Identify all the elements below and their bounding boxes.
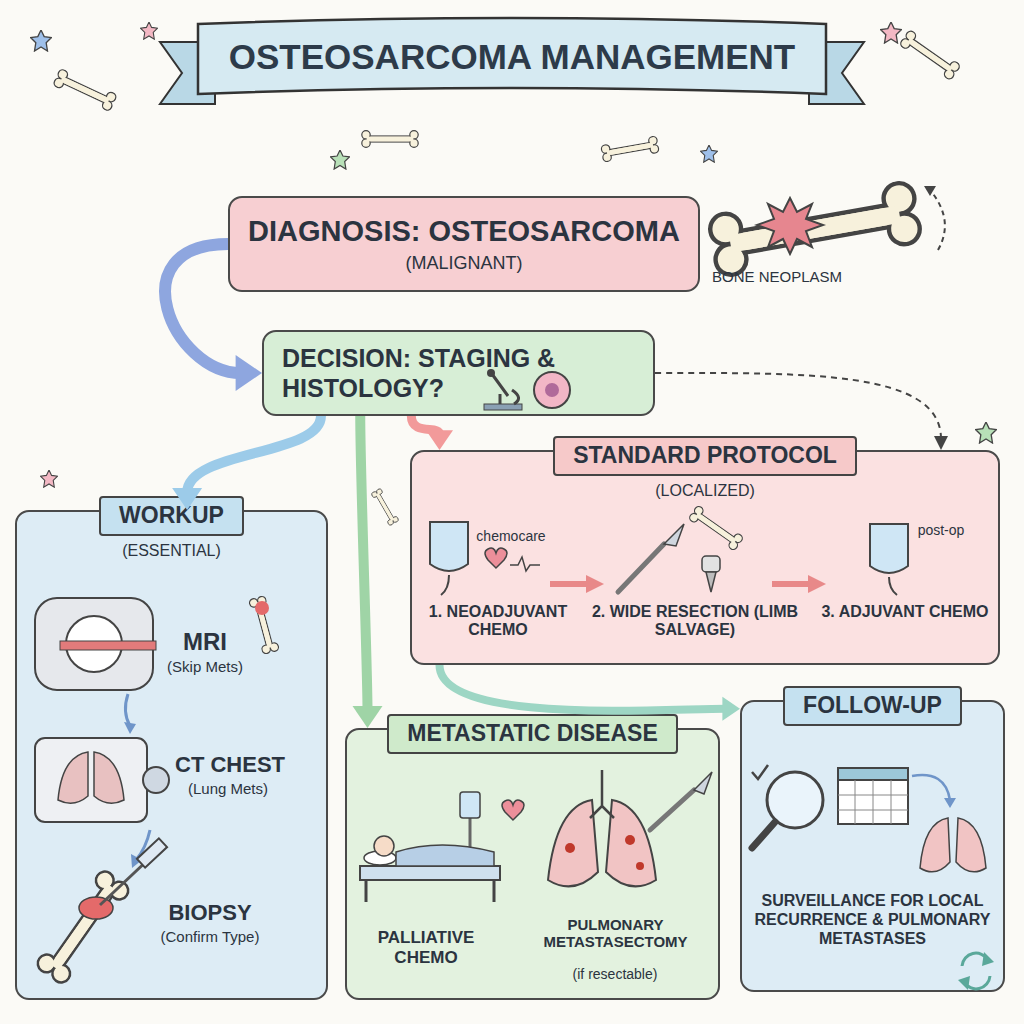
star: [31, 30, 52, 51]
flow-arrow: [172, 416, 321, 510]
section-panel: FOLLOW-UPSURVEILLANCE FOR LOCAL RECURREN…: [740, 700, 1005, 992]
dotted-curl: [930, 190, 945, 250]
treatment-note: (if resectable): [540, 966, 690, 982]
flow-arrow: [353, 416, 383, 728]
workup-note: (Skip Mets): [150, 658, 260, 675]
callout-label: BONE NEOPLASM: [712, 268, 862, 285]
node-subtext: (MALIGNANT): [406, 253, 523, 274]
diagram-title: OSTEOSARCOMA MANAGEMENT: [200, 24, 824, 90]
ribbon-tail: [160, 42, 215, 104]
arrow-line: [187, 416, 321, 492]
protocol-step: 1. NEOADJUVANT CHEMO: [418, 603, 578, 640]
arrow-head: [722, 697, 740, 721]
femur-bone: [708, 181, 922, 278]
workup-item: CT CHEST: [160, 752, 300, 777]
bone-doodle: [371, 488, 399, 526]
annotation: post-op: [906, 522, 976, 538]
flow-arrow: [411, 416, 453, 450]
star: [700, 145, 717, 162]
workup-item: MRI: [165, 628, 245, 656]
arrow-head: [353, 706, 383, 728]
arrow-head: [172, 488, 202, 510]
curl-head: [924, 186, 936, 196]
treatment-label: PULMONARY METASTASECTOMY: [518, 916, 713, 951]
decision-text: DECISION: STAGING & HISTOLOGY?: [282, 343, 602, 403]
workup-note: (Lung Mets): [168, 780, 288, 797]
arrow-line: [165, 244, 241, 373]
arrow-line: [655, 373, 941, 439]
arrow-head: [934, 436, 948, 450]
arrow-line: [411, 416, 439, 434]
workup-item: BIOPSY: [140, 900, 280, 925]
panel-heading: STANDARD PROTOCOL: [553, 436, 857, 476]
tumor-burst: [757, 198, 823, 254]
treatment-label: PALLIATIVE CHEMO: [356, 928, 496, 967]
diagnosis-box: DIAGNOSIS: OSTEOSARCOMA (MALIGNANT): [228, 196, 700, 292]
ribbon-tail: [809, 42, 864, 104]
ribbon-band: [198, 18, 826, 94]
flow-arrow: [440, 665, 741, 721]
panel-heading: WORKUP: [99, 496, 244, 536]
star: [881, 22, 902, 43]
star: [976, 422, 997, 443]
protocol-step: 3. ADJUVANT CHEMO: [820, 603, 990, 621]
workup-note: (Confirm Type): [130, 928, 290, 945]
bone-doodle: [362, 131, 418, 148]
title-ribbon: [160, 18, 864, 104]
node-heading: DIAGNOSIS: OSTEOSARCOMA: [248, 214, 680, 249]
star: [331, 150, 350, 169]
panel-heading: METASTATIC DISEASE: [387, 714, 677, 754]
arrow-line: [360, 416, 367, 710]
protocol-step: 2. WIDE RESECTION (LIMB SALVAGE): [585, 603, 805, 640]
flow-arrow: [655, 373, 948, 450]
annotation: chemocare: [466, 528, 556, 544]
star: [40, 470, 57, 487]
bone-doodle: [601, 136, 659, 162]
decor-stars: [31, 22, 997, 487]
panel-subtext: (LOCALIZED): [655, 482, 755, 500]
flow-arrow: [165, 244, 262, 391]
panel-heading: FOLLOW-UP: [783, 686, 962, 726]
arrow-head: [236, 355, 262, 391]
tumor-bone-illustration: [708, 181, 945, 278]
panel-subtext: (ESSENTIAL): [122, 542, 221, 560]
bone-doodle: [899, 29, 961, 80]
bone-doodle: [53, 68, 118, 111]
star: [140, 22, 157, 39]
arrow-head: [426, 430, 453, 450]
decision-box: DECISION: STAGING & HISTOLOGY?: [262, 330, 655, 416]
arrow-line: [440, 665, 726, 711]
panel-body: SURVEILLANCE FOR LOCAL RECURRENCE & PULM…: [748, 891, 998, 948]
